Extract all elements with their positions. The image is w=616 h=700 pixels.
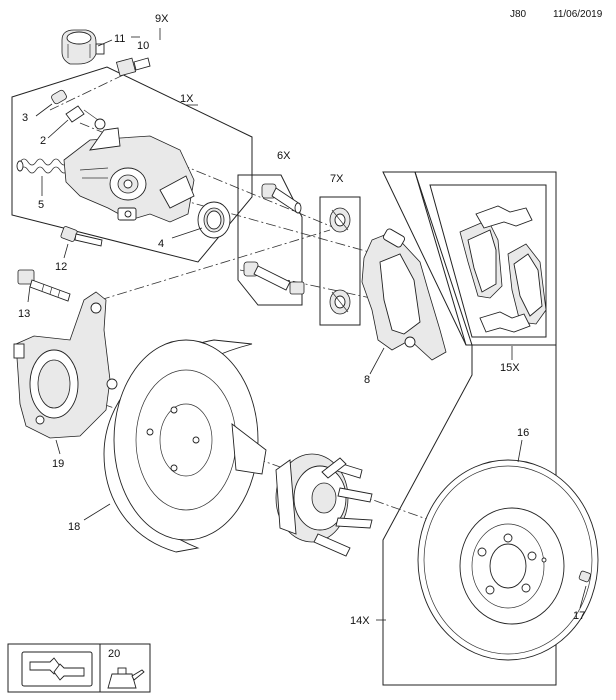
dust-cap-3 <box>51 89 67 105</box>
callout-8: 8 <box>364 374 370 386</box>
guide-pin-upper <box>261 183 302 214</box>
bleeder-screw-10 <box>115 57 151 77</box>
dust-shield-18 <box>103 339 267 553</box>
axis-line <box>109 179 381 256</box>
leader-11b <box>97 39 113 47</box>
brake-caliper-1 <box>63 118 195 223</box>
callout-1x: 1X <box>180 93 194 105</box>
callout-15x: 15X <box>500 362 520 374</box>
bolt-13 <box>17 269 71 302</box>
axis-line <box>99 229 331 301</box>
wheel-hub-bearing <box>275 453 373 557</box>
diagram-date: 11/06/2019 <box>553 9 603 20</box>
callout-12: 12 <box>55 261 67 273</box>
kit-outline-1x <box>11 66 253 263</box>
brake-disc-16 <box>417 459 599 661</box>
callout-14x: 14X <box>350 615 370 627</box>
callout-6x: 6X <box>277 150 291 162</box>
bushing-upper <box>329 207 351 233</box>
leader-4 <box>171 227 203 239</box>
callout-4: 4 <box>158 238 164 250</box>
leader-19 <box>55 439 61 455</box>
leader-2 <box>47 119 69 139</box>
bleeder-cap-11 <box>61 29 105 65</box>
bushing-lower <box>329 289 351 315</box>
leader-17 <box>579 585 587 609</box>
spring-5 <box>16 158 72 174</box>
leader-16 <box>517 439 523 463</box>
tool-box <box>7 643 151 693</box>
kit-outline-6x <box>237 174 303 306</box>
kit-outline-7x <box>319 196 361 326</box>
bleeder-valve-2 <box>65 105 99 123</box>
leader-13 <box>27 285 31 303</box>
guide-pin-lower <box>243 261 305 295</box>
callout-7x: 7X <box>330 173 344 185</box>
pad-clip-upper <box>475 205 533 229</box>
brake-pad-left <box>459 219 503 299</box>
disc-screw-17 <box>578 570 591 583</box>
oil-can-icon <box>107 667 145 689</box>
callout-5: 5 <box>38 199 44 211</box>
diagram-code: J80 <box>510 9 527 20</box>
callout-19: 19 <box>52 458 64 470</box>
callout-11: 11 <box>114 33 125 45</box>
callout-9x: 9X <box>155 13 169 25</box>
callout-17: 17 <box>573 610 585 622</box>
wrench-icon <box>21 651 93 687</box>
callout-13: 13 <box>18 308 30 320</box>
callout-16: 16 <box>517 427 529 439</box>
axis-line <box>49 66 141 111</box>
callout-18: 18 <box>68 521 80 533</box>
kit-outline-pads-inner <box>429 184 547 338</box>
bolt-12 <box>60 226 103 247</box>
leader-12 <box>63 243 69 259</box>
callout-10: 10 <box>137 40 149 52</box>
leader-18 <box>83 503 111 521</box>
kit-outline-14x <box>382 171 557 686</box>
leader-8 <box>369 347 385 375</box>
leader-3 <box>35 103 53 117</box>
callout-2: 2 <box>40 135 46 147</box>
steering-knuckle-19 <box>13 291 118 439</box>
callout-20: 20 <box>108 648 120 660</box>
piston-seal-4 <box>197 201 231 239</box>
caliper-bracket-8 <box>361 228 447 361</box>
pad-clip-lower <box>479 311 531 333</box>
brake-pad-right <box>507 243 547 325</box>
callout-3: 3 <box>22 112 28 124</box>
